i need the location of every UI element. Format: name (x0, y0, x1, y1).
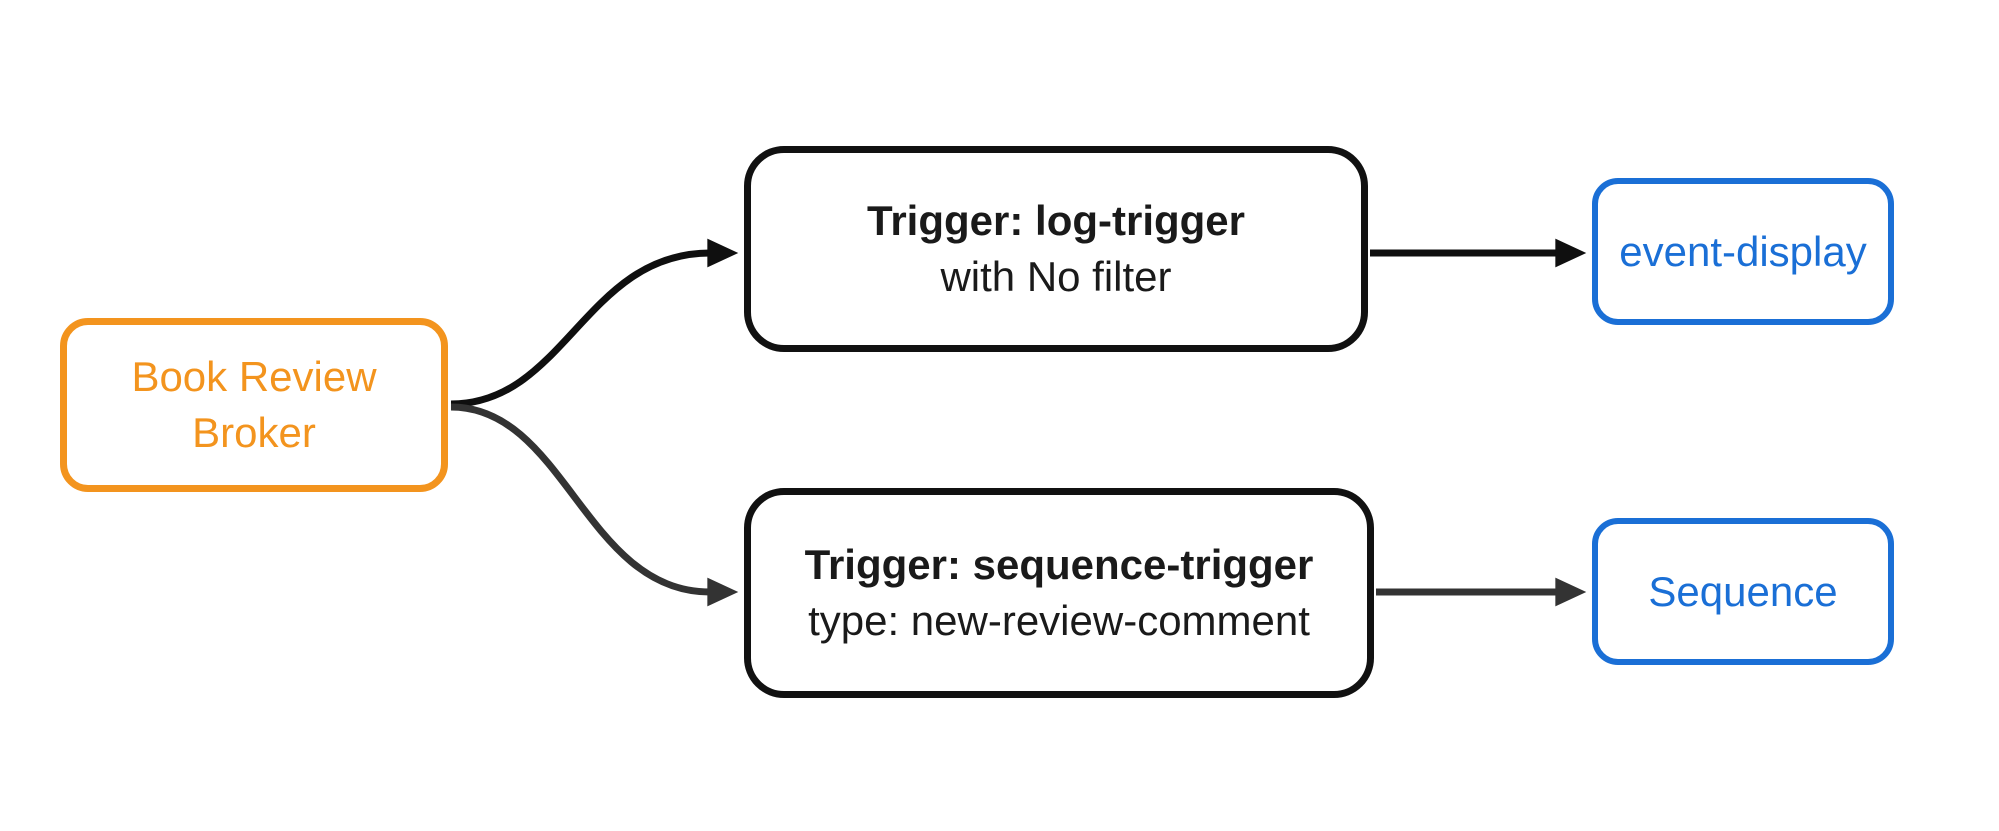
node-broker-label-line1: Book Review (131, 353, 377, 400)
node-sequence-label: Sequence (1648, 567, 1838, 615)
node-trigger-log-subtitle: with No filter (940, 253, 1172, 300)
node-trigger-log-title: Trigger: log-trigger (867, 197, 1245, 244)
node-event-display: event-display (1592, 178, 1894, 325)
node-trigger-sequence-subtitle: type: new-review-comment (808, 597, 1310, 644)
node-trigger-sequence-title: Trigger: sequence-trigger (804, 541, 1314, 588)
edge-broker-to-log-trigger (450, 238, 739, 408)
node-trigger-log: Trigger: log-trigger with No filter (744, 146, 1368, 352)
edge-broker-to-sequence-trigger (450, 403, 739, 607)
node-sequence: Sequence (1592, 518, 1894, 665)
node-book-review-broker: Book Review Broker (60, 318, 448, 492)
node-event-display-label: event-display (1619, 227, 1867, 275)
node-trigger-sequence: Trigger: sequence-trigger type: new-revi… (744, 488, 1374, 698)
node-broker-label-line2: Broker (192, 409, 316, 456)
